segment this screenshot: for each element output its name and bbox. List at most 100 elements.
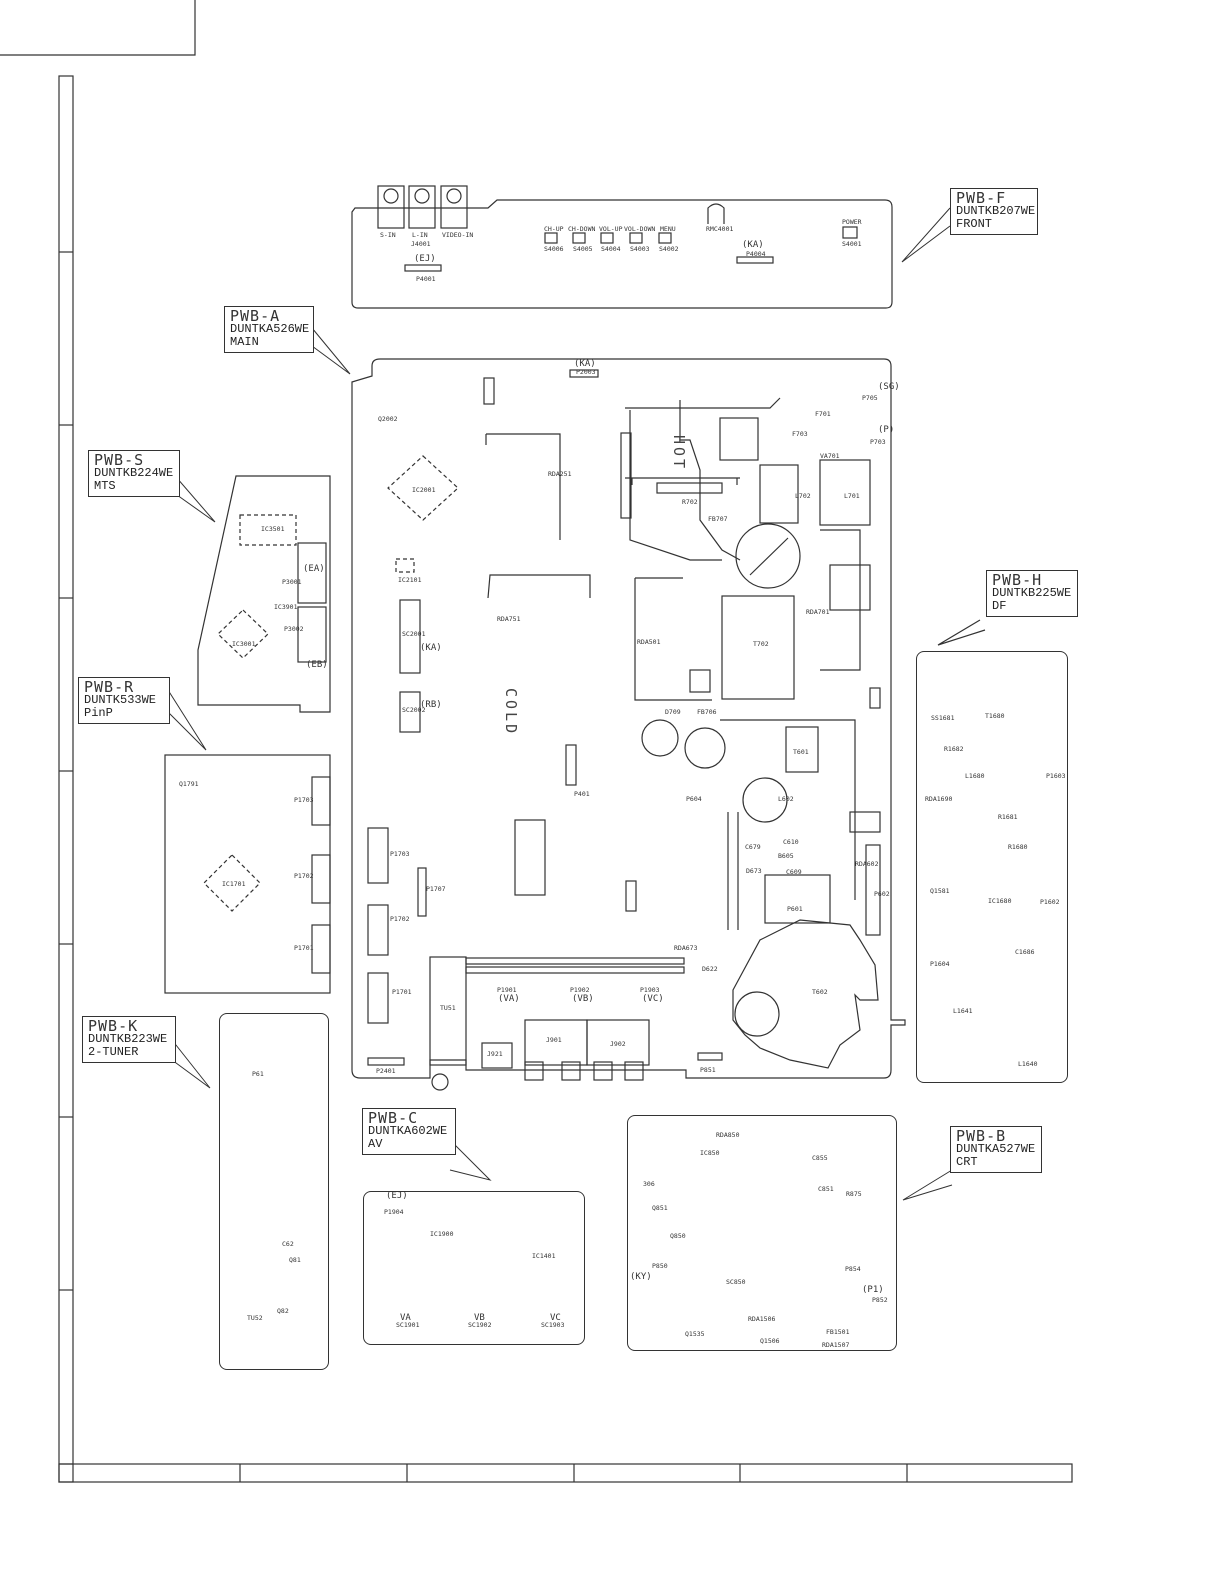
callout-title: PWB-C <box>368 1109 419 1127</box>
connector-label: P1902 <box>570 986 590 994</box>
callout-title: PWB-A <box>230 307 281 325</box>
connector-label: P850 <box>652 1262 668 1270</box>
part-label: C855 <box>812 1154 828 1162</box>
connector-label: (EJ) <box>386 1191 408 1201</box>
part-label: P1707 <box>426 885 446 893</box>
jack-label: S-IN <box>380 231 396 239</box>
connector-label: P3001 <box>282 578 302 586</box>
callout-title: PWB-H <box>992 571 1043 589</box>
connector-label: J4001 <box>411 240 431 248</box>
callout-function: AV <box>368 1137 383 1151</box>
callout-code: DUNTK533WE <box>84 693 157 707</box>
part-label: F701 <box>815 410 831 418</box>
switch-ref: S4006 <box>544 245 564 253</box>
callout-code: DUNTKA602WE <box>368 1124 448 1138</box>
callout-pwb-h: PWB-H DUNTKB225WE DF <box>986 570 1078 617</box>
part-label: SS1681 <box>931 714 955 722</box>
part-label: P604 <box>686 795 702 803</box>
part-label: C62 <box>282 1240 294 1248</box>
part-label: Q82 <box>277 1307 289 1315</box>
board-s-outline <box>197 475 331 713</box>
jack-label: VIDEO-IN <box>442 231 474 239</box>
jack-label: L-IN <box>412 231 428 239</box>
part-label: C851 <box>818 1185 834 1193</box>
callout-title: PWB-F <box>956 189 1007 207</box>
connector-label: P2003 <box>576 368 596 376</box>
connector-label: J902 <box>610 1040 626 1048</box>
callout-pwb-c: PWB-C DUNTKA602WE AV <box>362 1108 456 1155</box>
part-label: RDA1506 <box>748 1315 776 1323</box>
connector-label: P1703 <box>294 796 314 804</box>
part-label: IC1900 <box>430 1230 454 1238</box>
part-label: Q1535 <box>685 1330 705 1338</box>
callout-code: DUNTKA527WE <box>956 1142 1036 1156</box>
connector-label: (KY) <box>630 1272 652 1282</box>
part-label: L1680 <box>965 772 985 780</box>
connector-label: VA <box>400 1313 411 1323</box>
connector-label: P1903 <box>640 986 660 994</box>
callout-pwb-a: PWB-A DUNTKA526WE MAIN <box>224 306 314 353</box>
board-c <box>363 1191 585 1345</box>
part-label: C1686 <box>1015 948 1035 956</box>
connector-label: VB <box>474 1313 485 1323</box>
part-label: IC1701 <box>222 880 246 888</box>
connector-label: J901 <box>546 1036 562 1044</box>
part-label: D673 <box>746 867 762 875</box>
callout-code: DUNTKB225WE <box>992 586 1072 600</box>
callout-pwb-s: PWB-S DUNTKB224WE MTS <box>88 450 180 497</box>
part-label: R1681 <box>998 813 1018 821</box>
callout-function: CRT <box>956 1155 978 1169</box>
part-label: P602 <box>874 890 890 898</box>
part-label: RMC4001 <box>706 225 734 233</box>
connector-label: P61 <box>252 1070 264 1078</box>
connector-label: SC1903 <box>541 1321 565 1329</box>
part-label: L702 <box>795 492 811 500</box>
connector-label: (EA) <box>303 564 325 574</box>
connector-label: P1602 <box>1040 898 1060 906</box>
connector-label: (KA) <box>574 359 596 369</box>
part-label: C610 <box>783 838 799 846</box>
part-label: FB706 <box>697 708 717 716</box>
connector-label: (VB) <box>572 994 594 1004</box>
part-label: T602 <box>812 988 828 996</box>
board-h <box>916 651 1068 1083</box>
part-label: IC1401 <box>532 1252 556 1260</box>
callout-pwb-k: PWB-K DUNTKB223WE 2-TUNER <box>82 1016 176 1063</box>
callout-function: 2-TUNER <box>88 1045 139 1059</box>
part-label: RDA602 <box>855 860 879 868</box>
part-label: IC3001 <box>232 640 256 648</box>
board-a-outline <box>351 358 906 1079</box>
part-label: 306 <box>643 1180 655 1188</box>
connector-label: (VC) <box>642 994 664 1004</box>
switch-name: CH-DOWN <box>568 225 596 233</box>
part-label: TU52 <box>247 1314 263 1322</box>
part-label: IC2101 <box>398 576 422 584</box>
left-frame <box>58 75 74 1483</box>
part-label: TU51 <box>440 1004 456 1012</box>
connector-label: P1702 <box>294 872 314 880</box>
part-label: IC1680 <box>988 897 1012 905</box>
callout-code: DUNTKA526WE <box>230 322 310 336</box>
part-label: IC3501 <box>261 525 285 533</box>
part-label: L602 <box>778 795 794 803</box>
callout-title: PWB-R <box>84 678 135 696</box>
part-label: P601 <box>787 905 803 913</box>
part-label: P1701 <box>392 988 412 996</box>
part-label: RDA751 <box>497 615 521 623</box>
corner-box <box>0 0 196 56</box>
switch-name: POWER <box>842 218 862 226</box>
switch-name: MENU <box>660 225 676 233</box>
part-label: RDA850 <box>716 1131 740 1139</box>
connector-label: P2401 <box>376 1067 396 1075</box>
part-label: SC2002 <box>402 706 426 714</box>
part-label: RDA501 <box>637 638 661 646</box>
bottom-frame <box>58 1463 1073 1483</box>
connector-label: VC <box>550 1313 561 1323</box>
part-label: IC3901 <box>274 603 298 611</box>
connector-label: (KA) <box>420 643 442 653</box>
part-label: P1702 <box>390 915 410 923</box>
callout-pwb-b: PWB-B DUNTKA527WE CRT <box>950 1126 1042 1173</box>
part-label: Q1581 <box>930 887 950 895</box>
switch-ref: S4001 <box>842 240 862 248</box>
part-label: FB1501 <box>826 1328 850 1336</box>
